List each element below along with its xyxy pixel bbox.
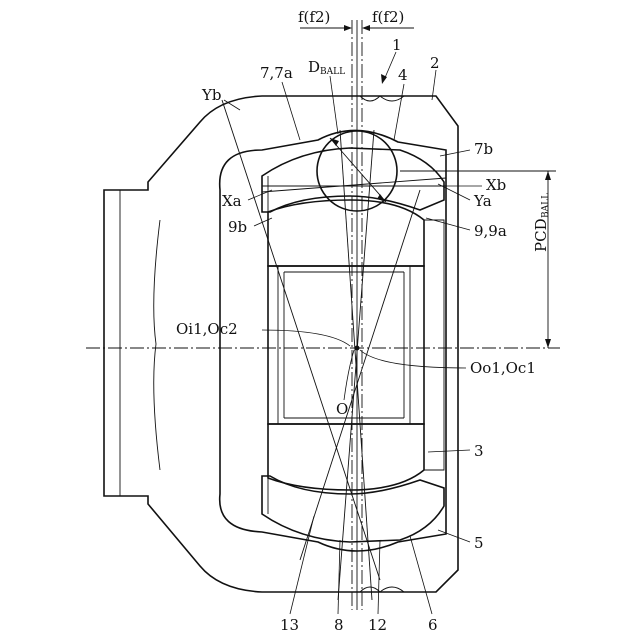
label-pcd-group: PCD BALL [532, 193, 551, 252]
label-12: 12 [368, 616, 387, 634]
f-arrow-right [362, 25, 370, 31]
inner-race-face-lines [424, 220, 444, 470]
leader-oo1 [360, 350, 466, 368]
leader-oi1 [262, 330, 350, 346]
label-f-right: f(f2) [372, 8, 404, 26]
leader-7b [440, 150, 470, 156]
leader-o [344, 350, 354, 400]
leader-6 [410, 536, 432, 614]
label-9-9a: 9,9a [474, 222, 507, 240]
leader-dball [330, 76, 338, 134]
leader-4 [394, 84, 404, 140]
label-o: O [336, 400, 348, 418]
leader-3 [428, 450, 470, 452]
cage-lower [262, 476, 444, 542]
label-d-ball-sub: BALL [320, 67, 345, 77]
contact-line-1 [222, 100, 380, 580]
inner-race-lower [268, 424, 424, 490]
contact-line-2 [300, 190, 420, 560]
label-yb: Yb [201, 86, 222, 104]
label-4: 4 [398, 66, 408, 84]
label-xa: Xa [222, 192, 242, 210]
label-f-left: f(f2) [298, 8, 330, 26]
label-oi1-oc2: Oi1,Oc2 [176, 320, 238, 338]
pcd-arrow-top [545, 171, 551, 180]
pcd-arrow-bottom [545, 339, 551, 348]
leader-77a [282, 82, 300, 140]
inner-race [268, 200, 444, 490]
label-3: 3 [474, 442, 484, 460]
label-9b: 9b [228, 218, 247, 236]
label-7b: 7b [474, 140, 493, 158]
ball-diameter-arrow-b [377, 194, 386, 202]
label-13: 13 [280, 616, 299, 634]
leader-1 [384, 52, 396, 80]
leader-5 [438, 530, 470, 542]
label-pcd: PCD [532, 218, 550, 252]
label-ya: Ya [473, 192, 492, 210]
label-d-ball: D [308, 58, 320, 76]
leader-12 [378, 540, 380, 614]
label-oo1-oc1: Oo1,Oc1 [470, 359, 536, 377]
cage [262, 148, 444, 542]
label-6: 6 [428, 616, 438, 634]
leader-99a [426, 218, 470, 230]
center-point [355, 346, 360, 351]
ball-diameter-arrow-a [330, 138, 339, 146]
label-5: 5 [474, 534, 484, 552]
outer-race [104, 96, 458, 592]
outer-race-body [104, 96, 458, 592]
label-1: 1 [392, 36, 402, 54]
outer-race-inner-contour [154, 220, 160, 470]
f-arrow-left [344, 25, 352, 31]
label-2: 2 [430, 54, 440, 72]
label-7-7a: 7,7a [260, 64, 293, 82]
construction-lines [86, 20, 560, 610]
label-8: 8 [334, 616, 344, 634]
labels: f(f2) f(f2) 1 2 7,7a D BALL 4 Yb 7b Xb X… [176, 8, 551, 634]
leader-lines [224, 52, 482, 614]
label-pcd-sub: BALL [541, 193, 551, 218]
track-line-ya [262, 178, 446, 192]
